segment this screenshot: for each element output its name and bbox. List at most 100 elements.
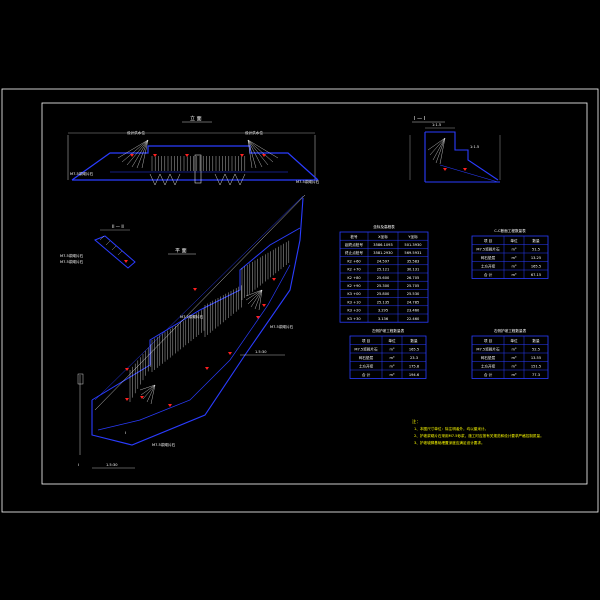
section-outline (425, 131, 499, 181)
section-marker (463, 168, 467, 171)
table-d-cell: 77.3 (532, 373, 540, 377)
table-d-border (471, 335, 549, 379)
elevation-zigzag-right (214, 173, 246, 186)
table-d-cell: m³ (512, 347, 518, 351)
notes-line: 3、护坡坡脚基础埋置深度应满足设计要求。 (414, 440, 485, 445)
table-c-cell: 51.5 (532, 247, 540, 251)
plan-toe-line (97, 264, 291, 431)
main-table-border (339, 231, 429, 323)
table-cell: K3 +10 (347, 300, 361, 304)
elevation-marker (185, 154, 189, 157)
table-d-cell: m³ (512, 364, 518, 368)
table-cell: 起终点桩号 (345, 242, 363, 247)
table-d-cell: 151.5 (531, 364, 541, 368)
plan-marker (228, 352, 232, 355)
small-section-view: II — II M7.5浆砌片石 M7.5浆砌片石 (60, 224, 136, 269)
plan-fan-lower (139, 384, 156, 405)
table-cell: 25.121 (377, 268, 390, 272)
table-cell: 30.131 (407, 268, 420, 272)
elevation-center-hatch (151, 156, 245, 171)
plan-axis-mark: I (78, 463, 79, 467)
notes-title: 注： (412, 418, 420, 425)
elevation-label-right-top: 设计洪水位 (245, 130, 263, 135)
elevation-fan-right (247, 139, 279, 169)
table-cell: 3586.1093 (373, 243, 392, 247)
small-section-title: II — II (112, 224, 124, 229)
table-cell: X坐标 (378, 234, 388, 239)
table-c-cell: m³ (512, 247, 518, 251)
table-d-cell: 土方开挖 (481, 363, 496, 368)
notes-line: 1、本图尺寸单位：除注明者外，均以厘米计。 (414, 426, 488, 431)
table-c-cell: 165.5 (531, 264, 541, 268)
table-d-header: 单位 (510, 338, 518, 343)
small-section-label-a: M7.5浆砌片石 (60, 253, 84, 258)
plan-marker (262, 304, 266, 307)
notes-line: 2、护坡浆砌片石采用M7.5砂浆，施工时应按有关规范和设计要求严格控制质量。 (414, 433, 544, 438)
table-b-cell: 194.6 (409, 373, 420, 377)
plan-title: 平 面 (175, 248, 187, 254)
elevation-title: 立 面 (190, 115, 202, 122)
plan-dim-bottom-label: 1.5:30 (106, 463, 118, 467)
table-b-cell: 175.8 (409, 364, 420, 368)
table-c-cell: m³ (512, 256, 518, 260)
elevation-marker (153, 154, 157, 157)
table-c-cell: 13.25 (531, 256, 541, 260)
plan-marker (205, 367, 209, 370)
plan-note-mid: M7.5浆砌片石 (180, 314, 204, 319)
table-cell: 35.583 (407, 259, 420, 263)
table-b-cell: m³ (390, 347, 396, 351)
table-cell: 桩号 (350, 234, 358, 239)
table-b-cell: 合 计 (362, 372, 371, 377)
table-cell: K3 +00 (347, 292, 361, 296)
table-b-cell: 23.3 (410, 356, 418, 360)
plan-marker (168, 404, 172, 407)
table-cell: 22.460 (407, 317, 420, 321)
table-cell: 25.600 (377, 276, 390, 280)
table-b-border (349, 335, 427, 379)
table-cell: 25.135 (377, 300, 390, 304)
table-c-cell: m³ (512, 264, 518, 268)
plan-outer-boundary (91, 197, 304, 446)
table-b-cell: m³ (390, 373, 396, 377)
table-b-header: 数量 (410, 338, 418, 343)
table-cell: 25.705 (407, 284, 420, 288)
table-cell: K2 +70 (347, 268, 361, 272)
plan-marker (125, 398, 129, 401)
elevation-zigzag-left (149, 173, 181, 186)
table-d-cell: 合 计 (484, 372, 493, 377)
table-b-header: 项 目 (362, 338, 370, 343)
table-cell: K2 +80 (347, 276, 361, 280)
table-cell: K3 +30 (347, 317, 361, 321)
section-title: I — I (414, 116, 425, 122)
table-d-header: 项 目 (484, 338, 492, 343)
elevation-view: 立 面 设计洪水位 (67, 115, 320, 186)
plan-cut-mark-top (77, 373, 84, 385)
notes-block: 注： 1、本图尺寸单位：除注明者外，均以厘米计。 2、护坡浆砌片石采用M7.5砂… (412, 418, 544, 445)
section-label-right: 1:1.5 (470, 145, 479, 149)
table-cell: 26.705 (407, 276, 420, 280)
plan-marker (125, 368, 129, 371)
table-c-cell: m³ (512, 273, 518, 277)
elevation-marker (130, 154, 134, 157)
table-c-cell: 碎石垫层 (481, 255, 496, 260)
table-cell: 25.800 (377, 292, 390, 296)
table-d-title: 右侧护坡工程数量表 (494, 328, 527, 333)
table-b-title: 左侧护坡工程数量表 (372, 328, 405, 333)
table-b-cell: M7.5浆砌片石 (354, 346, 378, 351)
elevation-marker (240, 154, 244, 157)
section-view: I — I 1:1.5 1:1.5 (409, 116, 501, 183)
table-c-header: 数量 (532, 238, 540, 243)
table-cell: 25.300 (377, 284, 390, 288)
elevation-label-left-top: 设计洪水位 (127, 130, 145, 135)
table-title: 坐标及高程表 (373, 224, 395, 229)
table-b-cell: 165.5 (409, 347, 419, 351)
small-section-shape (94, 235, 136, 269)
table-cell: K2 +90 (347, 284, 361, 288)
table-b-header: 单位 (388, 338, 396, 343)
table-cell: 501.3930 (404, 243, 422, 247)
table-cell: 3581.2930 (373, 251, 393, 255)
table-cell: 24.785 (407, 300, 420, 304)
plan-note-bottom: M7.5浆砌片石 (152, 442, 176, 447)
